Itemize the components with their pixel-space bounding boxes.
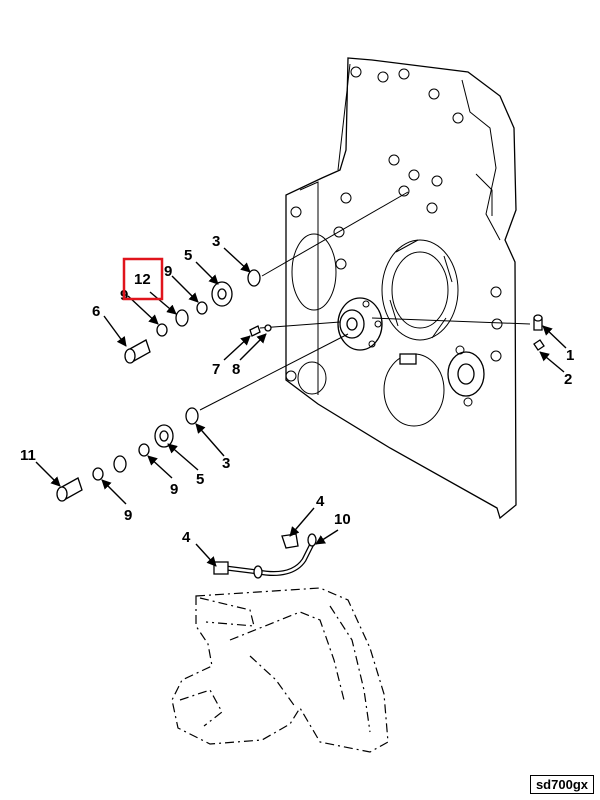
hose-assembly — [113, 309, 189, 473]
gear-housing — [285, 57, 517, 520]
callout-leaders — [35, 247, 567, 567]
callout-7: 7 — [212, 361, 220, 378]
assembly-centerlines — [199, 191, 531, 411]
callout-5-lower: 5 — [196, 471, 204, 488]
highlight-box — [122, 257, 164, 301]
pump-assembly — [337, 297, 383, 351]
callout-1: 1 — [566, 347, 574, 364]
callout-9-lower: 9 — [170, 481, 178, 498]
callout-9-upper: 9 — [164, 263, 172, 280]
lower-tube-assembly — [213, 533, 317, 579]
callout-10: 10 — [334, 511, 351, 528]
callout-11: 11 — [20, 447, 36, 464]
hardware-parts — [56, 269, 545, 502]
callout-3-lower: 3 — [222, 455, 230, 472]
callout-8: 8 — [232, 361, 240, 378]
callout-labels: 1 2 3 3 4 4 5 5 6 7 8 9 9 9 9 9 10 11 12 — [20, 233, 574, 546]
reference-code: sd700gx — [529, 775, 594, 794]
callout-12: 12 — [134, 271, 151, 288]
flywheel-housing-phantom — [171, 587, 389, 753]
callout-9-lower-left: 9 — [124, 507, 132, 524]
callout-4-lower-left: 4 — [182, 529, 191, 546]
callout-2: 2 — [564, 371, 572, 388]
callout-6: 6 — [92, 303, 100, 320]
callout-5-upper: 5 — [184, 247, 192, 264]
callout-3-upper: 3 — [212, 233, 220, 250]
callout-4-lower-right: 4 — [316, 493, 325, 510]
